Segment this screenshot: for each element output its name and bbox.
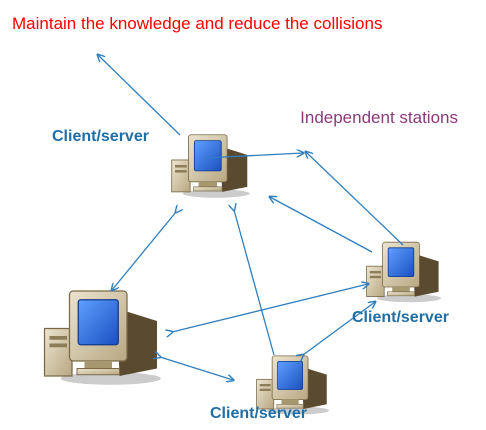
node-label-bottom: Client/server — [210, 405, 307, 422]
node-label-top: Client/server — [52, 128, 149, 145]
arrow-top-to-title — [98, 55, 181, 136]
arrow-right-to-station — [306, 152, 404, 246]
computer-icon-top — [171, 134, 251, 199]
arrow-right-to-top — [270, 197, 373, 253]
computer-icon-right — [366, 241, 442, 303]
independent-stations-label: Independent stations — [300, 108, 458, 127]
node-label-right: Client/server — [352, 309, 449, 326]
arrow-top-to-station — [204, 153, 303, 159]
computer-icon-left — [43, 290, 162, 386]
title-text: Maintain the knowledge and reduce the co… — [12, 14, 383, 33]
arrow-bottom-right — [303, 302, 375, 355]
arrow-top-left — [112, 212, 176, 290]
arrow-left-bottom — [160, 357, 233, 380]
arrow-left-right — [172, 284, 368, 332]
arrow-bottom-to-top — [234, 210, 275, 356]
